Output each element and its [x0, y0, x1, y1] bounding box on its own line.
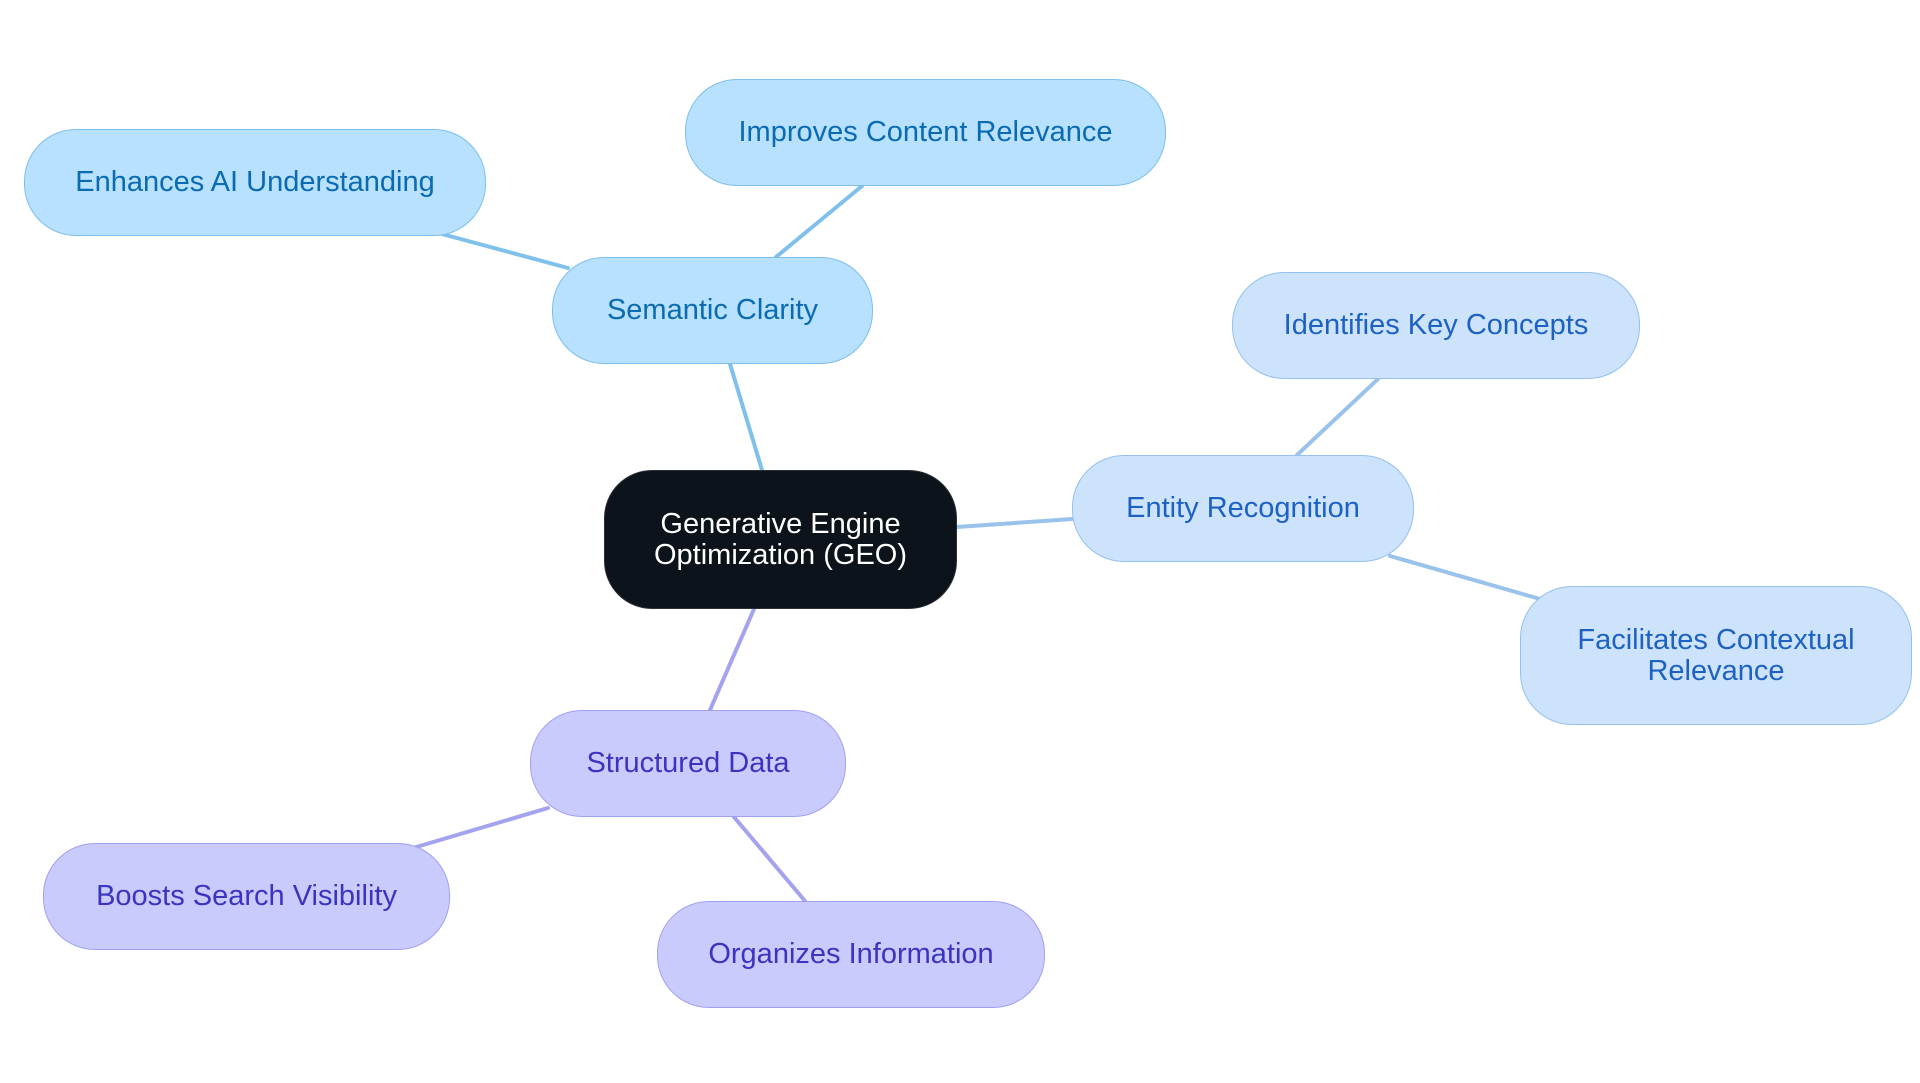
connector-structured-data-boosts-search-visibility — [411, 806, 550, 850]
leaf-node-facilitates-contextual-relevance: Facilitates Contextual Relevance — [1520, 586, 1912, 725]
root-node-label: Generative Engine Optimization (GEO) — [654, 507, 907, 571]
leaf-node-label: Facilitates Contextual Relevance — [1577, 623, 1855, 687]
connector-root-semantic-clarity — [728, 362, 764, 472]
leaf-node-label: Enhances AI Understanding — [75, 166, 435, 198]
connector-structured-data-organizes-information — [732, 815, 807, 903]
connector-entity-recognition-identifies-key-concepts — [1295, 377, 1380, 457]
leaf-node-enhances-ai-understanding: Enhances AI Understanding — [24, 129, 486, 236]
branch-node-semantic-clarity: Semantic Clarity — [552, 257, 873, 364]
connector-root-structured-data — [708, 607, 756, 712]
root-node: Generative Engine Optimization (GEO) — [604, 470, 957, 609]
leaf-node-boosts-search-visibility: Boosts Search Visibility — [43, 843, 450, 950]
leaf-node-organizes-information: Organizes Information — [657, 901, 1045, 1008]
leaf-node-identifies-key-concepts: Identifies Key Concepts — [1232, 272, 1640, 379]
connector-semantic-clarity-enhances-ai-understanding — [440, 232, 570, 270]
leaf-node-label: Organizes Information — [708, 938, 994, 970]
leaf-node-label: Improves Content Relevance — [738, 116, 1113, 148]
leaf-node-improves-content-relevance: Improves Content Relevance — [685, 79, 1166, 186]
connector-entity-recognition-facilitates-contextual-relevance — [1388, 554, 1542, 601]
connector-semantic-clarity-improves-content-relevance — [774, 184, 864, 259]
leaf-node-label: Identifies Key Concepts — [1283, 309, 1589, 341]
branch-node-label: Entity Recognition — [1126, 492, 1360, 524]
branch-node-label: Structured Data — [586, 747, 790, 779]
branch-node-label: Semantic Clarity — [606, 294, 819, 326]
branch-node-structured-data: Structured Data — [530, 710, 846, 817]
connector-root-entity-recognition — [955, 517, 1074, 529]
leaf-node-label: Boosts Search Visibility — [96, 880, 397, 912]
branch-node-entity-recognition: Entity Recognition — [1072, 455, 1414, 562]
